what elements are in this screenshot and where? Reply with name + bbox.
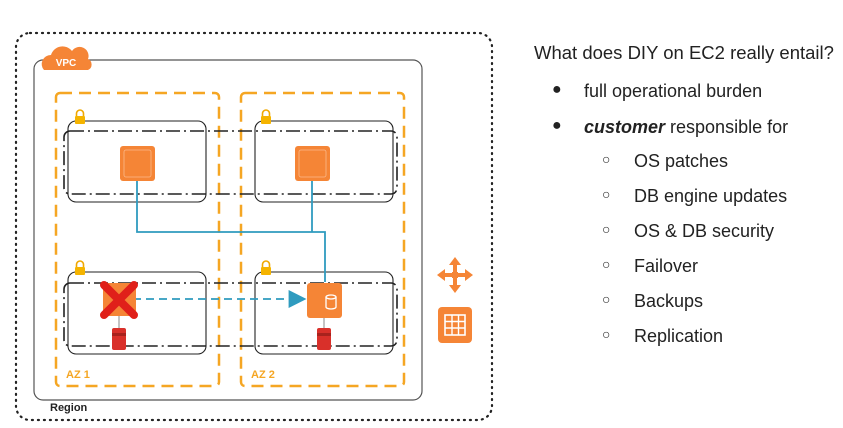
group-top (63, 130, 398, 195)
architecture-diagram: Region VPC AZ 1 AZ 2 (14, 31, 494, 422)
lock-icon (260, 260, 272, 276)
instance-icon (120, 146, 155, 181)
bullet-dot: ● (552, 81, 562, 98)
cloud-icon (41, 46, 92, 70)
bullet-circle: ○ (602, 151, 611, 167)
bullet-circle: ○ (602, 291, 611, 307)
list-item-text: customer responsible for (584, 117, 788, 138)
sub-list-item-text: OS & DB security (634, 221, 775, 241)
route-table-icon (438, 307, 472, 343)
sub-list-item-text: OS patches (634, 151, 729, 171)
lock-icon (260, 109, 272, 125)
list-item-rest: responsible for (665, 117, 789, 137)
connector-line (136, 180, 326, 282)
az2-boundary (239, 91, 406, 388)
az1-boundary (54, 91, 221, 388)
az1-label: AZ 1 (66, 369, 90, 381)
emphasis-text: customer (584, 117, 666, 137)
ebs-volume-icon (317, 328, 331, 350)
load-balancer-icon (437, 257, 473, 293)
bullet-circle: ○ (602, 256, 611, 272)
lock-icon (74, 109, 86, 125)
az2-label: AZ 2 (251, 369, 275, 381)
bullet-circle: ○ (602, 326, 611, 342)
sub-list-item-text: Replication (634, 326, 724, 346)
bullet-dot: ● (552, 117, 562, 134)
instance-icon (295, 146, 330, 181)
panel-heading: What does DIY on EC2 really entail? (534, 42, 834, 63)
text-panel: What does DIY on EC2 really entail? ● fu… (534, 42, 843, 346)
list-item-text: full operational burden (584, 81, 763, 101)
sub-list-item-text: Failover (634, 256, 699, 276)
vpc-boundary (33, 59, 423, 401)
sub-list-item-text: Backups (634, 291, 704, 311)
bullet-circle: ○ (602, 221, 611, 237)
region-boundary (14, 31, 494, 422)
vpc-badge: VPC (56, 58, 77, 69)
sub-list-item-text: DB engine updates (634, 186, 788, 206)
region-label: Region (50, 402, 88, 414)
ebs-volume-icon (112, 328, 126, 350)
failed-instance-icon (100, 281, 138, 319)
bullet-circle: ○ (602, 186, 611, 202)
group-bottom (63, 282, 398, 347)
lock-icon (74, 260, 86, 276)
database-instance-icon (307, 283, 342, 318)
